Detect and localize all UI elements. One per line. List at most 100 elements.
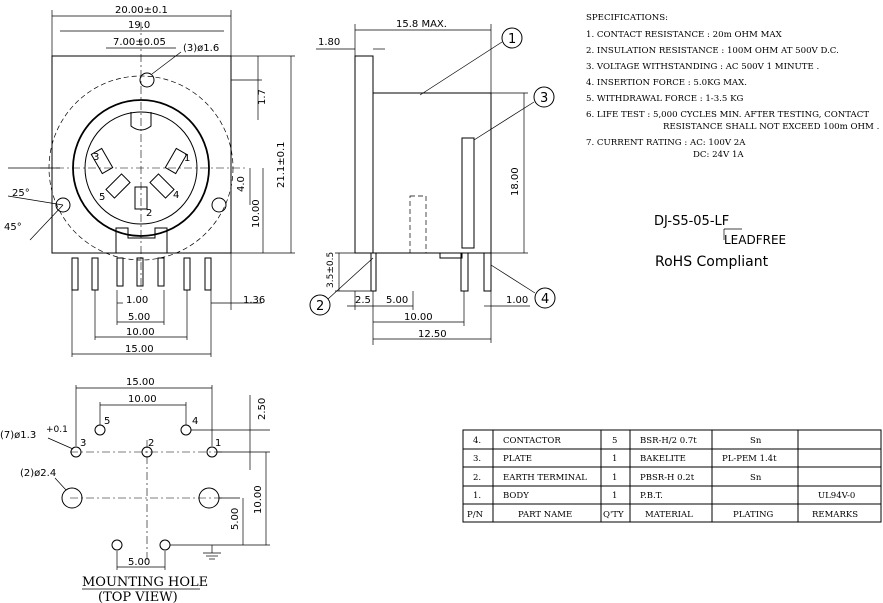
mount-note-hole7: (7)ø1.3 [0, 430, 36, 441]
front-pins [71, 257, 212, 291]
svg-text:Q'TY: Q'TY [603, 510, 624, 520]
mount-dim-10: 10.00 [128, 394, 157, 405]
bom-header: P/N PART NAME Q'TY MATERIAL PLATING REMA… [467, 510, 858, 520]
callout-3-circle [533, 86, 555, 108]
front-pin-label-3: 3 [93, 152, 99, 163]
spec-item-5: 5. WITHDRAWAL FORCE : 1-3.5 KG [586, 94, 744, 104]
callout-1-circle [501, 27, 523, 49]
mounting-hole-view: 5 4 3 2 1 15.00 10.00 2.50 10.00 5.00 5.… [0, 377, 270, 603]
svg-text:UL94V-0: UL94V-0 [818, 491, 855, 501]
part-number: DJ-S5-05-LF [654, 214, 729, 229]
angle-25: 25° [12, 188, 30, 199]
dim-15-00-front: 15.00 [125, 344, 154, 355]
dim-overall-width: 20.00±0.1 [115, 5, 168, 16]
contact-4 [149, 173, 175, 199]
right-mount-hole [211, 197, 227, 213]
front-pin-label-4: 4 [173, 190, 179, 201]
front-pin-label-5: 5 [99, 192, 105, 203]
mount-dim-10-v: 10.00 [253, 485, 264, 514]
mount-hole-bottom-right [159, 539, 171, 551]
mount-dim-15: 15.00 [126, 377, 155, 388]
contact-1 [164, 147, 188, 175]
mount-note-hole7-tol: +0.1 [46, 425, 68, 435]
svg-text:PLATING: PLATING [733, 510, 774, 520]
mount-hole-bottom-left [111, 539, 123, 551]
leadfree-label: LEADFREE [724, 233, 786, 247]
svg-text:REMARKS: REMARKS [812, 510, 858, 520]
mount-label-5: 5 [104, 416, 110, 427]
svg-text:3.: 3. [473, 454, 481, 464]
bom-row-4: 1. BODY 1 P.B.T. UL94V-0 [473, 491, 855, 501]
bom-table: 4. CONTACTOR 5 BSR-H/2 0.7t Sn 3. PLATE … [462, 429, 882, 523]
dim-1-80: 1.80 [318, 37, 340, 48]
svg-text:Sn: Sn [750, 473, 762, 483]
svg-text:4.: 4. [473, 436, 481, 446]
side-view: 15.8 MAX. 1.80 1 3 2 4 18.00 3.5±0.5 2.5 [309, 19, 556, 345]
dim-2-5: 2.5 [355, 295, 371, 306]
svg-text:BODY: BODY [503, 491, 529, 501]
dim-3-5: 3.5±0.5 [326, 252, 336, 288]
mount-title: MOUNTING HOLE [82, 575, 208, 590]
mount-dim-5-v: 5.00 [230, 508, 241, 530]
mount-earth-hole-left [61, 487, 83, 509]
front-pin-label-2: 2 [146, 208, 152, 219]
dim-height: 21.1±0.1 [276, 141, 287, 188]
dim-1-00-side: 1.00 [506, 295, 528, 306]
dim-hole: (3)ø1.6 [183, 43, 219, 54]
svg-text:P/N: P/N [467, 510, 484, 520]
dim-18-00: 18.00 [510, 167, 521, 196]
bom-row-1: 4. CONTACTOR 5 BSR-H/2 0.7t Sn [473, 436, 762, 446]
dim-1-36: 1.36 [243, 295, 265, 306]
spec-heading: SPECIFICATIONS: [586, 13, 668, 23]
side-pin-b [483, 252, 492, 292]
mount-subtitle: (TOP VIEW) [98, 590, 178, 603]
svg-text:5: 5 [612, 436, 617, 446]
mount-dim-5-h: 5.00 [128, 557, 150, 568]
svg-text:1.: 1. [473, 491, 481, 501]
spec-item-7: 7. CURRENT RATING : AC: 100V 2A [586, 138, 746, 148]
mount-hole-3 [70, 446, 82, 458]
svg-text:BAKELITE: BAKELITE [640, 454, 686, 464]
dim-5-00-side: 5.00 [386, 295, 408, 306]
mount-hole-2 [141, 446, 153, 458]
callout-2: 2 [316, 299, 324, 314]
part-number-block: DJ-S5-05-LF LEADFREE RoHS Compliant [654, 214, 786, 270]
svg-text:1: 1 [612, 473, 617, 483]
dim-5-00-front: 5.00 [128, 312, 150, 323]
side-body [372, 92, 492, 254]
spec-item-3: 3. VOLTAGE WITHSTANDING : AC 500V 1 MINU… [586, 62, 819, 72]
svg-text:PL-PEM 1.4t: PL-PEM 1.4t [722, 454, 777, 464]
svg-text:P.B.T.: P.B.T. [640, 491, 663, 501]
top-mount-hole [139, 72, 155, 88]
svg-text:EARTH TERMINAL: EARTH TERMINAL [503, 473, 587, 483]
svg-text:PART NAME: PART NAME [518, 510, 572, 520]
side-rear-plate [461, 137, 475, 249]
spec-item-7-dc: DC: 24V 1A [693, 150, 744, 160]
dim-10-00-front: 10.00 [126, 327, 155, 338]
bom-row-2: 3. PLATE 1 BAKELITE PL-PEM 1.4t [473, 454, 777, 464]
mount-hole-4 [180, 424, 192, 436]
svg-text:Sn: Sn [750, 436, 762, 446]
callout-4: 4 [541, 292, 549, 307]
svg-text:2.: 2. [473, 473, 481, 483]
side-front-plate [354, 55, 374, 254]
callout-3: 3 [540, 91, 548, 106]
callout-1: 1 [508, 32, 516, 47]
dim-10-00-side: 10.00 [404, 312, 433, 323]
contact-5 [105, 173, 131, 199]
dim-19: 19.0 [128, 20, 150, 31]
spec-item-6-cont: RESISTANCE SHALL NOT EXCEED 100m OHM . [663, 122, 879, 132]
mount-dim-2-5: 2.50 [257, 398, 268, 420]
mount-label-1: 1 [215, 438, 221, 449]
front-pin-label-1: 1 [184, 153, 190, 164]
callout-2-circle [309, 294, 331, 316]
mount-label-2: 2 [148, 438, 154, 449]
dim-15-8-max: 15.8 MAX. [396, 19, 447, 30]
svg-text:MATERIAL: MATERIAL [645, 510, 693, 520]
spec-item-4: 4. INSERTION FORCE : 5.0KG MAX. [586, 78, 747, 88]
svg-text:1: 1 [612, 491, 617, 501]
svg-text:CONTACTOR: CONTACTOR [503, 436, 561, 446]
front-bottom-tab [115, 227, 168, 253]
front-view: 1 2 3 4 5 20.00±0.1 19.0 7.00±0.05 (3)ø1… [4, 5, 295, 357]
